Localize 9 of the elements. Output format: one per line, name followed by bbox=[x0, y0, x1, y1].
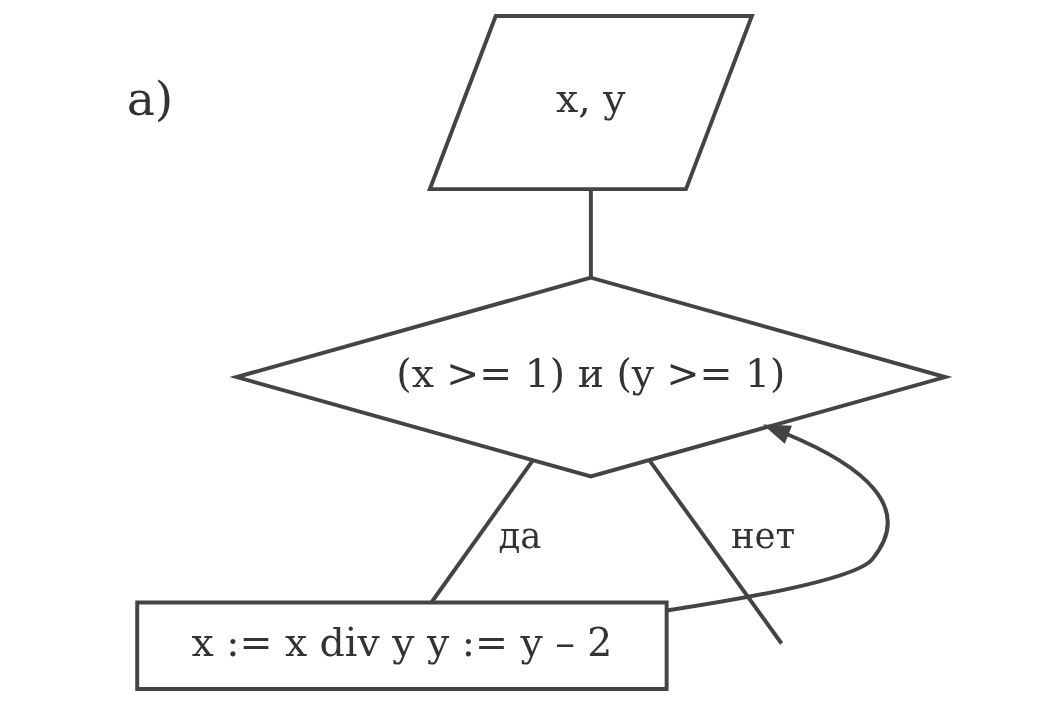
connector bbox=[588, 189, 593, 278]
arrow bbox=[666, 424, 890, 613]
connector bbox=[429, 459, 534, 604]
edge-label: нет bbox=[730, 515, 795, 557]
label: а) bbox=[126, 70, 173, 126]
node-diamond: (x >= 1) и (y >= 1) bbox=[228, 275, 952, 479]
node-box: x := x div y y := y – 2 bbox=[134, 600, 669, 691]
connector bbox=[647, 459, 783, 645]
edge-label: да bbox=[498, 515, 541, 557]
